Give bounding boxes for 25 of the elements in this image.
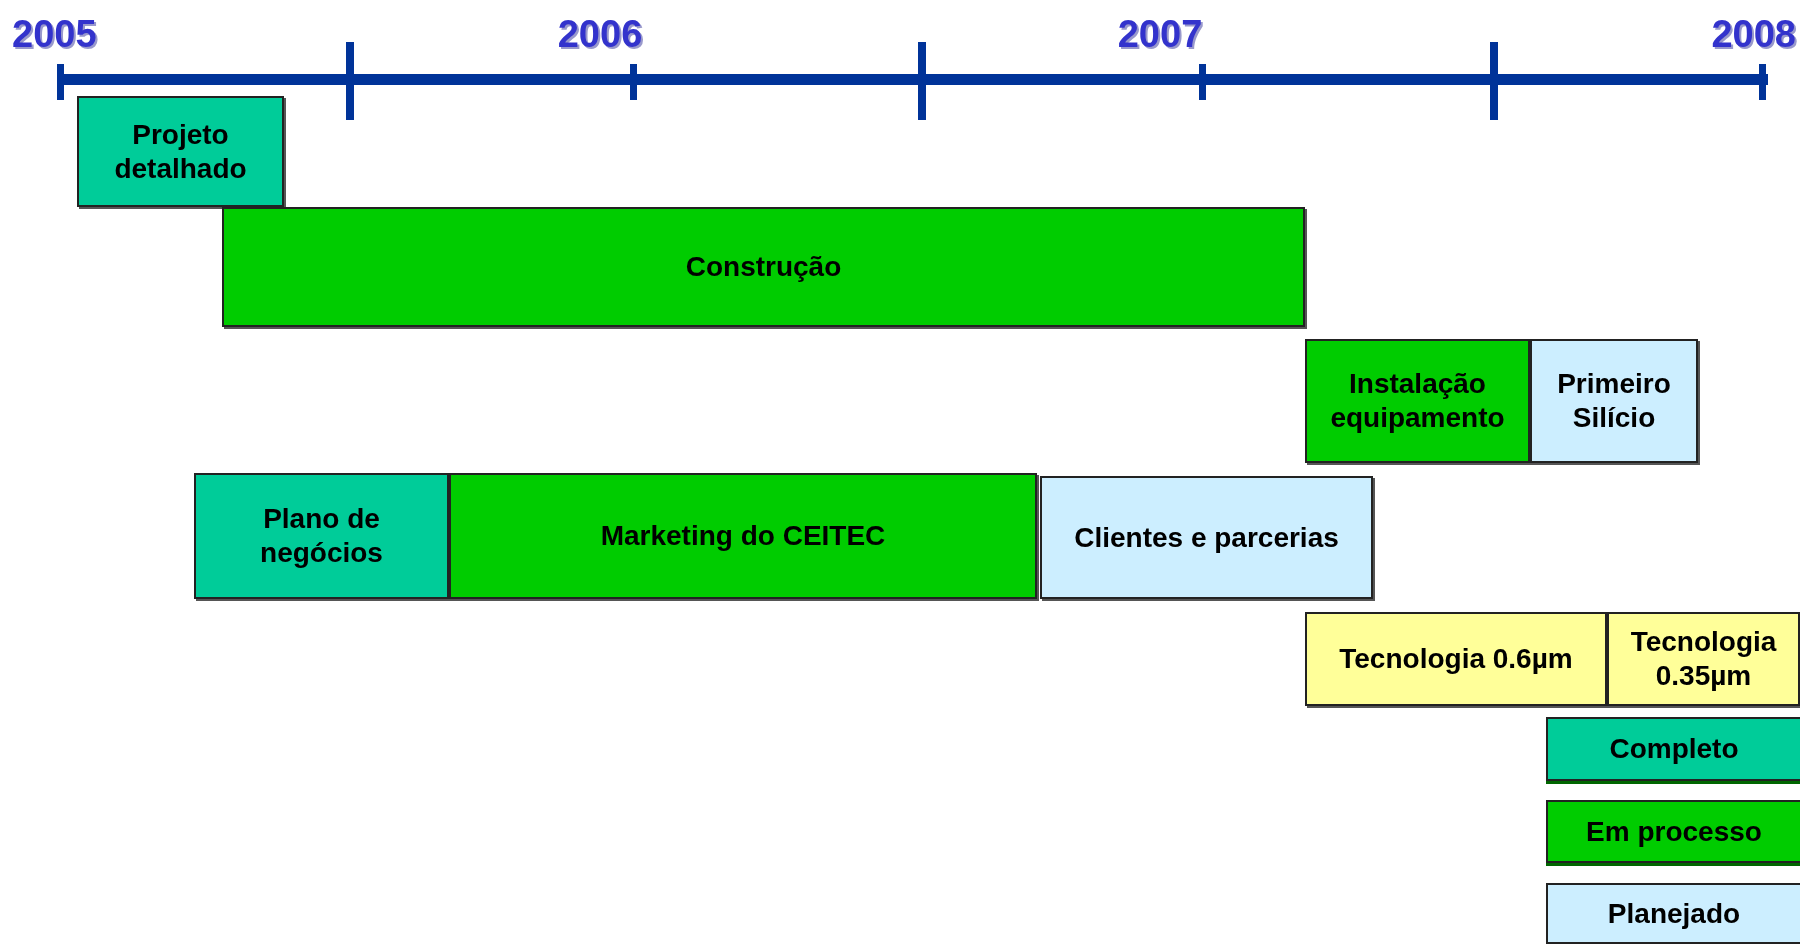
task-bar [449,473,1037,599]
task-label: Projeto detalhado [113,117,248,186]
task-label: Clientes e parcerias [1073,520,1340,555]
task-label: Instalação equipamento [1329,367,1506,435]
legend-label: Em processo [1586,814,1762,849]
task-label: Plano de negócios [259,502,384,570]
task-bar [1040,476,1373,599]
task-bar [1530,339,1698,463]
task-bar [1607,612,1800,706]
task-label: Marketing do CEITEC [599,519,887,553]
task-label: Primeiro Silício [1556,367,1672,435]
task-label: Tecnologia 0.35µm [1629,625,1778,693]
legend-label: Completo [1609,732,1739,766]
task-label: Tecnologia 0.6µm [1338,642,1574,676]
task-bar [194,473,449,599]
task-bar [222,207,1305,327]
year-label: 2005 [12,12,97,57]
task-bar [77,96,284,207]
year-label: 2008 [1711,12,1796,57]
task-label: Construção [684,250,843,284]
task-bar [1305,339,1530,463]
year-label: 2006 [557,12,643,57]
year-label: 2007 [1117,12,1203,57]
legend-label: Planejado [1607,896,1741,931]
task-bar [1305,612,1607,706]
